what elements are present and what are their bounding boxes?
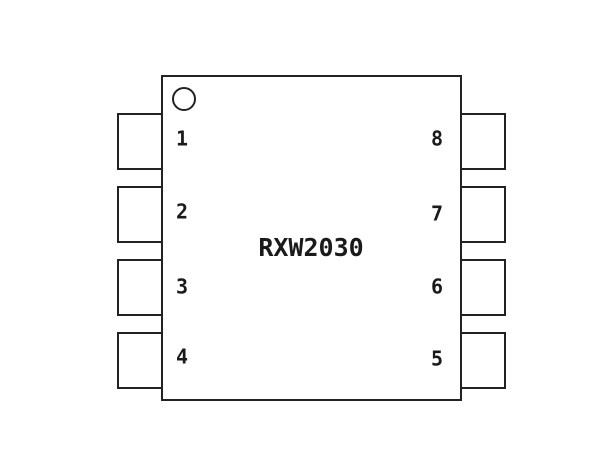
pin-number-5: 5 — [431, 347, 443, 371]
pin1-marker-circle-icon — [172, 87, 196, 111]
pin-number-6: 6 — [431, 275, 443, 299]
pin-lead-left-1 — [117, 113, 165, 170]
chip-part-name: RXW2030 — [258, 233, 363, 262]
pin-lead-left-3 — [117, 259, 165, 316]
pin-number-2: 2 — [176, 200, 188, 224]
chip-body — [161, 75, 462, 401]
pin-lead-left-4 — [117, 332, 165, 389]
pin-number-4: 4 — [176, 345, 188, 369]
pin-lead-right-7 — [458, 186, 506, 243]
pin-number-3: 3 — [176, 275, 188, 299]
pin-number-1: 1 — [176, 127, 188, 151]
pin-lead-right-6 — [458, 259, 506, 316]
pin-number-8: 8 — [431, 127, 443, 151]
pin-lead-right-8 — [458, 113, 506, 170]
pin-lead-right-5 — [458, 332, 506, 389]
pin-number-7: 7 — [431, 202, 443, 226]
pin-lead-left-2 — [117, 186, 165, 243]
